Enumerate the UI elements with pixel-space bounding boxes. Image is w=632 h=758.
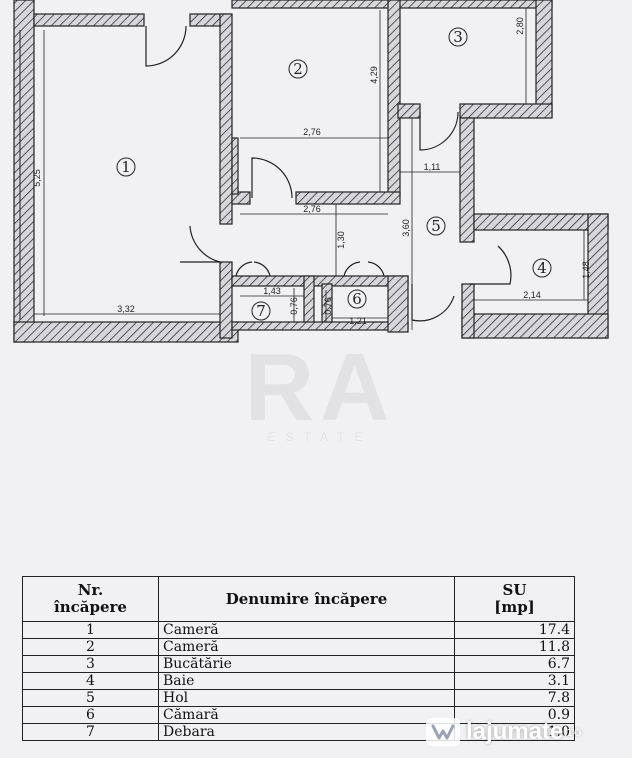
cell-name: Cameră xyxy=(158,638,455,656)
wall-room4-left xyxy=(461,283,475,339)
cell-nr: 5 xyxy=(22,689,159,707)
room-label-3: 3 xyxy=(453,28,463,46)
cell-su: 3.1 xyxy=(454,672,575,690)
wall-hall-left-lower xyxy=(387,275,409,333)
table-row: 1 Cameră 17.4 xyxy=(22,621,575,639)
agency-watermark: RA ESTATE xyxy=(190,334,450,445)
dim-room4-width: 2,14 xyxy=(523,290,541,300)
table-row: 3 Bucătărie 6.7 xyxy=(22,655,575,673)
wall-room3-bottom-left xyxy=(397,103,421,119)
dimension-labels: 5,25 3,32 2,76 4,29 2,76 2,80 1,11 3,60 … xyxy=(32,17,591,326)
header-nr: Nr.încăpere xyxy=(22,576,159,622)
wall-room2-inner xyxy=(231,137,239,195)
heart-hands-icon xyxy=(426,718,460,746)
dim-closet-depth: 1,30 xyxy=(336,231,346,249)
room-label-7: 7 xyxy=(256,302,266,320)
cell-name: Bucătărie xyxy=(158,655,455,673)
room-labels xyxy=(116,27,552,321)
wall-room4-bottom xyxy=(461,313,609,339)
door-hall-entry xyxy=(411,284,455,322)
cell-name: Baie xyxy=(158,672,455,690)
header-name: Denumire încăpere xyxy=(158,576,455,622)
cell-name: Hol xyxy=(158,689,455,707)
wall-closet-top xyxy=(231,275,409,287)
dimension-lines xyxy=(34,8,588,330)
dim-room1-height: 5,25 xyxy=(32,169,42,187)
room-label-5: 5 xyxy=(431,217,441,235)
door-room2 xyxy=(251,157,293,199)
doors xyxy=(145,25,512,322)
room-label-6: 6 xyxy=(352,290,362,308)
dim-closet6-depth: 0,76 xyxy=(323,297,333,315)
cell-su: 7.8 xyxy=(454,689,575,707)
watermark-sub: ESTATE xyxy=(267,430,373,444)
wall-closet-7-right xyxy=(303,275,315,329)
table-row: 7 Debara 1.0 xyxy=(22,723,575,741)
dim-hall-width: 1,11 xyxy=(424,162,441,172)
cell-su: 6.7 xyxy=(454,655,575,673)
dim-closet6-width: 1,21 xyxy=(349,316,367,326)
wall-hall-right xyxy=(459,117,475,243)
dim-closet7-depth: 0,76 xyxy=(289,297,299,315)
header-su: SU[mp] xyxy=(454,576,575,622)
cell-nr: 2 xyxy=(22,638,159,656)
wall-room1-lower xyxy=(219,261,233,339)
wall-outer-bottom-left xyxy=(13,321,239,343)
cell-nr: 7 xyxy=(22,723,159,741)
dim-room2-width-bottom: 2,76 xyxy=(303,204,321,214)
room-area-table: Nr.încăpere Denumire încăpere SU[mp] 1 C… xyxy=(22,576,575,741)
door-room1-hall xyxy=(180,225,221,263)
cell-nr: 3 xyxy=(22,655,159,673)
cell-su: 11.8 xyxy=(454,638,575,656)
wall-room2-bottom-b xyxy=(295,191,401,205)
cell-nr: 4 xyxy=(22,672,159,690)
dim-room3-height: 2,80 xyxy=(515,17,525,35)
dim-room4-height: 1,48 xyxy=(581,261,591,279)
wall-room3-right xyxy=(535,0,553,117)
cell-name: Cameră xyxy=(158,621,455,639)
cell-su: 1.0 xyxy=(454,723,575,741)
cell-nr: 1 xyxy=(22,621,159,639)
wall-room2-room3 xyxy=(387,0,401,197)
table-row: 4 Baie 3.1 xyxy=(22,672,575,690)
wall-room3-bottom xyxy=(459,103,553,119)
logo-tld: .ro xyxy=(563,724,582,740)
dim-room2-height: 4,29 xyxy=(369,66,379,84)
table-row: 2 Cameră 11.8 xyxy=(22,638,575,656)
wall-outer-left xyxy=(13,0,35,343)
door-closet-6 xyxy=(343,261,385,277)
wall-top-room1 xyxy=(33,13,145,27)
room-label-2: 2 xyxy=(293,60,303,78)
door-room1 xyxy=(145,25,187,67)
dim-closet7-width: 1,43 xyxy=(263,286,281,296)
cell-name: Cămară xyxy=(158,706,455,724)
cell-name: Debara xyxy=(158,723,455,741)
room-label-4: 4 xyxy=(537,259,547,277)
dim-hall-height: 3,60 xyxy=(401,219,411,237)
cell-nr: 6 xyxy=(22,706,159,724)
door-room3 xyxy=(419,111,459,151)
room-label-1: 1 xyxy=(121,158,131,176)
site-logo[interactable]: lajumate .ro xyxy=(426,712,626,752)
door-closet-7 xyxy=(235,261,271,277)
floor-plan: 5,25 3,32 2,76 4,29 2,76 2,80 1,11 3,60 … xyxy=(13,0,609,343)
dim-room1-width: 3,32 xyxy=(117,304,135,314)
dim-room2-width-top: 2,76 xyxy=(303,127,321,137)
logo-name: lajumate xyxy=(466,718,564,745)
wall-closet-bottom xyxy=(231,321,409,331)
walls xyxy=(13,0,609,343)
wall-room2-bottom-a xyxy=(231,191,251,205)
wall-room1-room2 xyxy=(219,13,233,225)
table-header-row: Nr.încăpere Denumire încăpere SU[mp] xyxy=(22,576,575,622)
table-row: 5 Hol 7.8 xyxy=(22,689,575,707)
door-room4 xyxy=(470,245,512,285)
cell-su: 17.4 xyxy=(454,621,575,639)
watermark-main: RA xyxy=(244,334,396,441)
